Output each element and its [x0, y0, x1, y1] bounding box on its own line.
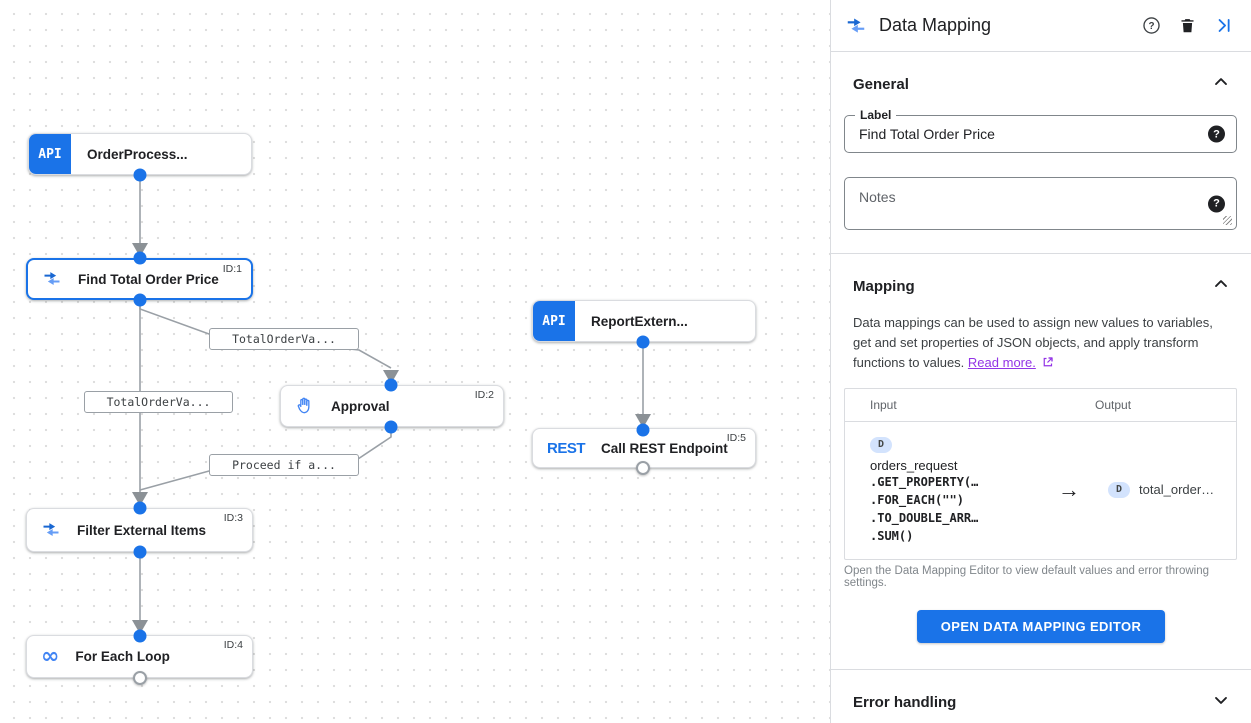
edge-label-totalorderva-2[interactable]: TotalOrderVa...	[84, 391, 233, 413]
node-title: OrderProcess...	[87, 146, 188, 162]
input-port[interactable]	[636, 423, 650, 437]
chevron-up-icon[interactable]	[1211, 274, 1231, 299]
edge-arrowhead	[132, 492, 148, 506]
chevron-up-icon[interactable]	[1211, 72, 1231, 97]
edge-arrowhead	[132, 243, 148, 257]
delete-trash-icon[interactable]	[1173, 12, 1201, 40]
mapping-section-header[interactable]: Mapping	[831, 254, 1251, 311]
mapping-description-text: Data mappings can be used to assign new …	[853, 315, 1213, 371]
divider	[831, 669, 1251, 671]
node-id-label: ID:1	[222, 263, 242, 275]
notes-field: ?	[844, 177, 1237, 230]
output-port-unconnected[interactable]	[636, 461, 650, 475]
output-column-header: Output	[1095, 398, 1132, 413]
datatype-chip: D	[1108, 481, 1131, 498]
input-variable-name: orders_request	[870, 458, 958, 474]
mapping-input-cell: D orders_request .GET_PROPERTY(… .FOR_EA…	[845, 434, 1030, 545]
data-mapping-icon	[41, 520, 61, 540]
node-id-label: ID:3	[223, 512, 243, 524]
input-port[interactable]	[384, 378, 398, 392]
output-port[interactable]	[133, 168, 147, 182]
node-title: Approval	[331, 398, 390, 414]
output-port[interactable]	[133, 545, 147, 559]
node-reportextern[interactable]: API ReportExtern...	[532, 300, 756, 342]
node-title: Filter External Items	[77, 522, 207, 538]
panel-title: Data Mapping	[879, 15, 992, 35]
hand-approval-icon	[295, 396, 315, 416]
rest-icon: REST	[547, 439, 586, 457]
node-orderprocess[interactable]: API OrderProcess...	[28, 133, 252, 175]
api-icon: API	[533, 301, 575, 341]
mapping-row[interactable]: D orders_request .GET_PROPERTY(… .FOR_EA…	[845, 422, 1236, 559]
flow-edges	[132, 175, 651, 634]
node-title: ReportExtern...	[591, 313, 688, 329]
label-field-label: Label	[855, 108, 897, 122]
mapping-arrow-icon: →	[1058, 476, 1080, 502]
config-panel: Data Mapping ? General	[830, 0, 1251, 723]
mapping-footnote: Open the Data Mapping Editor to view def…	[844, 565, 1210, 590]
panel-header: Data Mapping ?	[831, 0, 1251, 52]
general-heading: General	[853, 76, 909, 93]
label-field: Label ?	[844, 108, 1237, 153]
loop-infinity-icon: ∞	[41, 643, 60, 669]
chevron-down-icon[interactable]	[1211, 690, 1231, 715]
svg-text:?: ?	[1148, 21, 1154, 32]
datatype-chip: D	[870, 437, 893, 454]
notes-input[interactable]	[845, 178, 1236, 224]
output-port[interactable]	[384, 420, 398, 434]
divider	[831, 253, 1251, 254]
resize-handle[interactable]	[1223, 216, 1232, 225]
mapping-table-header: Input Output	[845, 389, 1236, 423]
edge-label-totalorderva-1[interactable]: TotalOrderVa...	[209, 328, 359, 350]
help-icon[interactable]: ?	[1137, 12, 1165, 40]
notes-help-icon[interactable]: ?	[1208, 195, 1225, 212]
mapping-description: Data mappings can be used to assign new …	[831, 311, 1251, 374]
edge-arrowhead	[383, 370, 399, 384]
transform-line: .SUM()	[870, 529, 914, 544]
error-handling-section-header[interactable]: Error handling	[831, 670, 1251, 723]
output-port-unconnected[interactable]	[133, 671, 147, 685]
api-icon: API	[29, 134, 71, 174]
read-more-link[interactable]: Read more.	[967, 355, 1036, 371]
error-handling-heading: Error handling	[853, 694, 957, 712]
node-title: For Each Loop	[75, 649, 170, 664]
external-link-icon	[1042, 354, 1054, 374]
mapping-table: Input Output D orders_request .GET_PROPE…	[844, 388, 1237, 561]
node-title: Find Total Order Price	[78, 271, 219, 287]
node-id-label: ID:2	[474, 389, 494, 401]
node-title: Call REST Endpoint	[601, 440, 728, 456]
flow-canvas[interactable]: TotalOrderVa... TotalOrderVa... Proceed …	[0, 0, 830, 723]
edge-arrowhead	[635, 414, 651, 428]
transform-line: .TO_DOUBLE_ARR…	[870, 511, 979, 526]
mapping-heading: Mapping	[853, 278, 915, 295]
output-variable-name: total_order…	[1139, 482, 1215, 498]
input-column-header: Input	[870, 398, 897, 413]
transform-line: .FOR_EACH("")	[870, 493, 964, 508]
input-port[interactable]	[133, 501, 147, 515]
mapping-output-cell: D total_order…	[1108, 481, 1236, 498]
label-help-icon[interactable]: ?	[1208, 125, 1225, 143]
general-section-header[interactable]: General	[831, 52, 1251, 109]
open-data-mapping-editor-button[interactable]: OPEN DATA MAPPING EDITOR	[916, 610, 1166, 644]
label-input[interactable]	[845, 116, 1236, 152]
edge-label-proceed-if[interactable]: Proceed if a...	[209, 454, 359, 476]
input-port[interactable]	[133, 629, 147, 643]
collapse-panel-icon[interactable]	[1209, 12, 1237, 40]
node-id-label: ID:5	[726, 432, 746, 444]
data-mapping-icon	[845, 15, 867, 37]
edge-arrowhead	[132, 620, 148, 634]
output-port[interactable]	[636, 335, 650, 349]
data-mapping-icon	[42, 269, 62, 289]
output-port[interactable]	[133, 293, 147, 307]
node-id-label: ID:4	[223, 639, 243, 651]
transform-line: .GET_PROPERTY(…	[870, 475, 979, 490]
input-port[interactable]	[133, 251, 147, 265]
